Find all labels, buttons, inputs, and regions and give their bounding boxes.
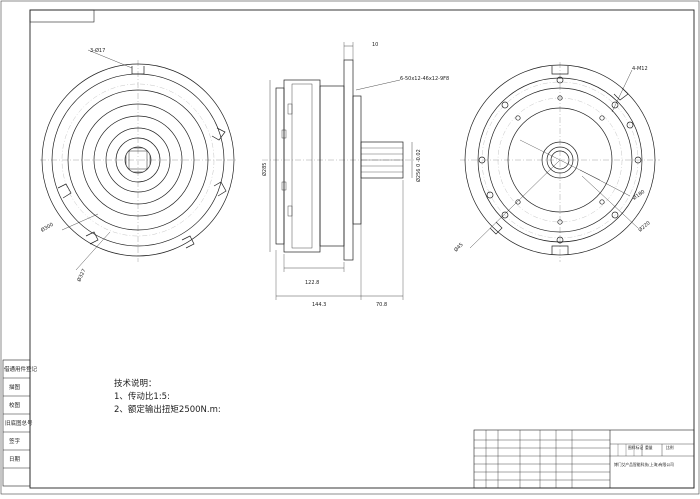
front-slot-right [211, 127, 226, 141]
title-field-b: 重量 [645, 445, 653, 450]
title-field-c: 比例 [666, 445, 674, 450]
rear-pcd-a-label: Ø180 [631, 188, 646, 201]
strip-item-2: 校图 [9, 401, 21, 409]
left-strip [2, 359, 31, 487]
title-company: 博门艾产品智能科技(上海)有限公司 [614, 462, 674, 467]
rear-outer-circle [464, 64, 656, 256]
side-view [262, 42, 420, 300]
front-pcd-label: Ø327 [75, 268, 87, 283]
side-top-width-label: 10 [372, 42, 378, 48]
side-body [283, 79, 321, 253]
strip-item-0: 借通用件登记 [4, 365, 38, 373]
inner-frame [29, 9, 695, 489]
front-slot-left [57, 183, 72, 199]
side-spline-label: 6-50x12-46x12-9F8 [400, 76, 449, 82]
side-body-dia-label: Ø285 [261, 163, 268, 176]
rear-holes-label: 4-M12 [632, 66, 648, 72]
notes-heading: 技术说明： [114, 378, 157, 389]
front-outer-circle [41, 63, 235, 257]
front-slot-right-low [213, 181, 227, 197]
title-block [473, 429, 695, 489]
side-len-total-label: 144.3 [312, 302, 326, 308]
front-holes-label: 3-Ø17 [90, 47, 105, 54]
front-view [40, 49, 236, 271]
side-len-shaft-label: 70.8 [376, 302, 387, 308]
title-field-a: 图样标记 [628, 445, 643, 450]
rear-pcd-b-label: Ø220 [637, 220, 652, 234]
strip-item-3: 旧底图总号 [5, 419, 33, 427]
strip-item-4: 签字 [9, 437, 21, 445]
side-shaft-dia-label: Ø256 0 -0.02 [415, 149, 422, 182]
top-left-code-box [29, 9, 95, 23]
rear-view [460, 62, 660, 262]
strip-item-5: 日期 [9, 456, 21, 463]
notes-line-1: 1、传动比1:5: [114, 391, 170, 402]
front-outer-dia-label: Ø300 [40, 221, 55, 234]
side-len-a-label: 122.8 [305, 280, 319, 286]
rear-dia-c-label: Ø45 [452, 241, 464, 253]
notes-line-2: 2、额定输出扭矩2500N.m: [114, 404, 221, 415]
front-slot-top [131, 66, 145, 75]
strip-item-1: 描图 [9, 383, 21, 391]
